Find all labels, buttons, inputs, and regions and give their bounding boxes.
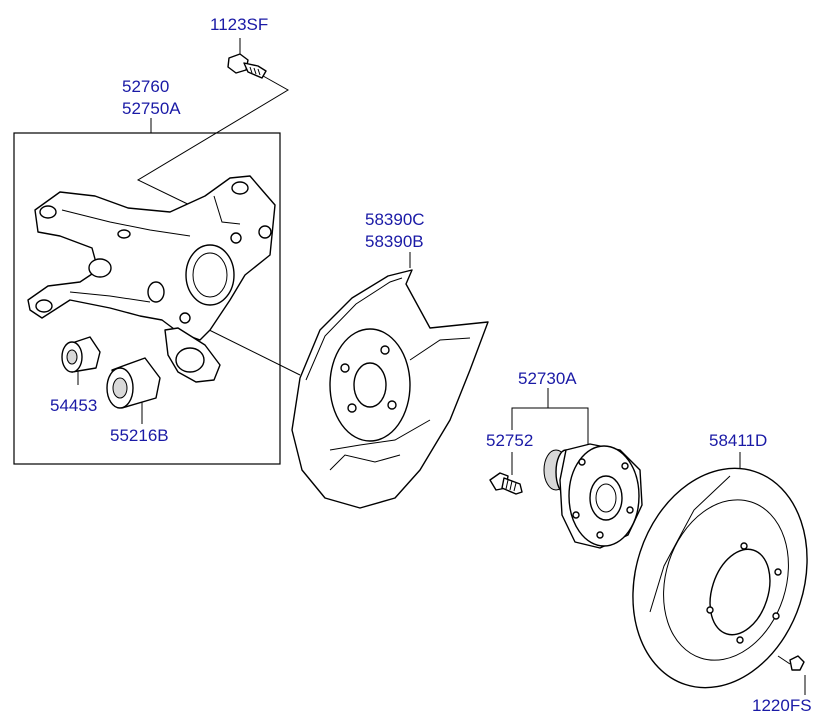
label-52752[interactable]: 52752: [486, 431, 534, 450]
label-55216b[interactable]: 55216B: [110, 426, 169, 445]
backing-plate-drawing: [291, 269, 489, 509]
label-52760[interactable]: 52760: [122, 77, 170, 96]
label-54453[interactable]: 54453: [50, 396, 98, 415]
bushing-55216b-drawing: [106, 357, 161, 409]
bolt-1123sf-drawing: [227, 53, 267, 79]
label-52750a[interactable]: 52750A: [122, 99, 181, 118]
disc-screw-drawing: [777, 655, 805, 671]
knuckle-group-box: [13, 132, 281, 465]
knuckle-drawing: [27, 175, 276, 383]
brake-disc-drawing: [632, 467, 808, 689]
label-1123sf[interactable]: 1123SF: [210, 15, 269, 34]
hub-assembly-drawing: [543, 443, 643, 549]
label-58390c[interactable]: 58390C: [365, 210, 425, 229]
bushing-54453-drawing: [61, 336, 101, 373]
hub-bolt-drawing: [489, 472, 523, 495]
label-1220fs[interactable]: 1220FS: [752, 696, 812, 715]
label-58390b[interactable]: 58390B: [365, 232, 424, 251]
label-52730a[interactable]: 52730A: [518, 369, 577, 388]
label-58411d[interactable]: 58411D: [709, 431, 768, 450]
